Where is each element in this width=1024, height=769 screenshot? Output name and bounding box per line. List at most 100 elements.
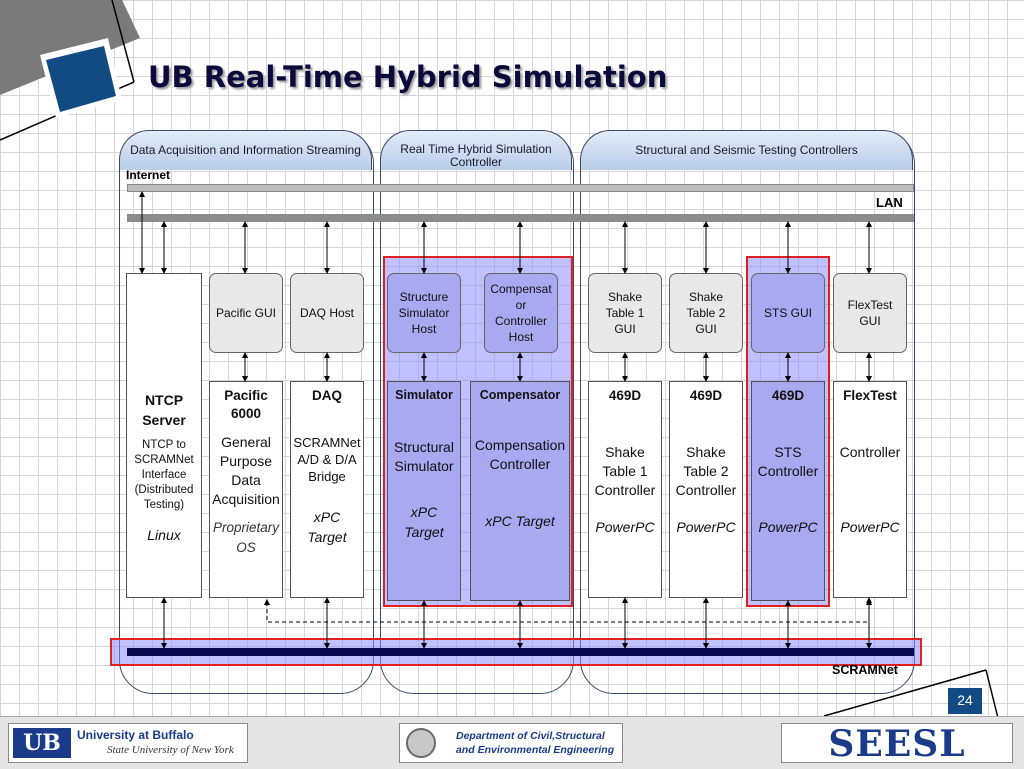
shake-table-2-controller-box: 469D Shake Table 2 Controller PowerPC bbox=[669, 381, 743, 598]
daq-box: DAQ SCRAMNet A/D & D/A Bridge xPC Target bbox=[290, 381, 364, 598]
pacific-body-2: Purpose bbox=[219, 453, 273, 469]
st1-head: 469D bbox=[608, 388, 642, 403]
flextest-os: PowerPC bbox=[840, 519, 900, 535]
ub-line-2: State University of New York bbox=[107, 744, 234, 756]
sts-body-2: Controller bbox=[757, 463, 819, 479]
pacific-head-1: Pacific bbox=[224, 388, 268, 403]
pacific-gui-box: Pacific GUI bbox=[209, 273, 283, 353]
pacific-os-1: Proprietary bbox=[212, 520, 280, 535]
ntcp-body-4: (Distributed bbox=[134, 484, 194, 496]
shake-table-1-controller-box: 469D Shake Table 1 Controller PowerPC bbox=[588, 381, 662, 598]
daq-body-2: A/D & D/A bbox=[297, 452, 357, 467]
st1-body-1: Shake bbox=[605, 444, 645, 460]
sts-os: PowerPC bbox=[758, 519, 818, 535]
compensator-head: Compensator bbox=[479, 388, 561, 402]
ntcp-body-3: Interface bbox=[141, 469, 187, 481]
sts-controller-box: 469D STS Controller PowerPC bbox=[751, 381, 825, 601]
daq-host-box: DAQ Host bbox=[290, 273, 364, 353]
compensator-box: Compensator Compensation Controller xPC … bbox=[470, 381, 570, 601]
st2gui-line-2: Table 2 bbox=[686, 306, 726, 320]
page-title: UB Real-Time Hybrid Simulation bbox=[148, 60, 668, 94]
lan-bus bbox=[127, 214, 914, 222]
ch-line-2: or bbox=[515, 298, 527, 312]
ub-seal-icon: UB bbox=[13, 728, 71, 758]
dept-line-2: and Environmental Engineering bbox=[456, 744, 615, 756]
st2gui-line-1: Shake bbox=[688, 290, 723, 304]
corner-decoration bbox=[0, 0, 140, 141]
st1gui-line-3: GUI bbox=[614, 322, 636, 336]
ntcp-head-1: NTCP bbox=[144, 392, 184, 408]
pacific-body-3: Data bbox=[231, 472, 261, 488]
ntcp-body-5: Testing) bbox=[143, 499, 185, 511]
ssh-line-3: Host bbox=[411, 322, 437, 336]
internet-label: Internet bbox=[126, 168, 171, 182]
st1-os: PowerPC bbox=[595, 519, 655, 535]
pacific-gui-label: Pacific GUI bbox=[215, 306, 276, 320]
st2-body-3: Controller bbox=[675, 482, 737, 498]
dept-logo: Department of Civil,Structural and Envir… bbox=[399, 723, 623, 763]
panel-rths-title-2: Controller bbox=[449, 155, 503, 169]
ntcp-body-2: SCRAMNet bbox=[134, 454, 194, 466]
page-number-frame bbox=[823, 669, 999, 719]
simulator-box: Simulator Structural Simulator xPC Targe… bbox=[387, 381, 461, 601]
sts-head: 469D bbox=[771, 388, 805, 403]
flextest-controller-box: FlexTest Controller PowerPC bbox=[833, 381, 907, 598]
pacific-body-4: Acquisition bbox=[212, 491, 280, 507]
compensator-body-2: Controller bbox=[489, 456, 551, 472]
st2-os: PowerPC bbox=[676, 519, 736, 535]
ch-line-1: Compensat bbox=[490, 282, 552, 296]
pacific-head-2: 6000 bbox=[230, 406, 262, 421]
st2-body-1: Shake bbox=[686, 444, 726, 460]
simulator-body-2: Simulator bbox=[394, 458, 454, 474]
compensator-body-1: Compensation bbox=[474, 437, 566, 453]
ch-line-4: Host bbox=[508, 330, 534, 344]
daq-head: DAQ bbox=[312, 388, 342, 403]
simulator-body-1: Structural bbox=[394, 439, 454, 455]
st2-body-2: Table 2 bbox=[683, 463, 729, 479]
panel-daq-title: Data Acquisition and Information Streami… bbox=[130, 143, 361, 157]
st1-body-2: Table 1 bbox=[602, 463, 648, 479]
compensator-os: xPC Target bbox=[485, 513, 555, 529]
dept-line-1: Department of Civil,Structural bbox=[456, 730, 605, 742]
internet-bus bbox=[127, 184, 914, 192]
panel-rths-title-1: Real Time Hybrid Simulation bbox=[400, 142, 552, 156]
seesl-text: SEESL bbox=[828, 723, 966, 765]
seesl-logo: SEESL bbox=[781, 723, 1013, 765]
flextest-head: FlexTest bbox=[843, 388, 897, 403]
panel-daq-header: Data Acquisition and Information Streami… bbox=[119, 130, 372, 170]
scramnet-label: SCRAMNet bbox=[832, 663, 898, 677]
ch-line-3: Controller bbox=[494, 314, 548, 328]
sts-body-1: STS bbox=[774, 444, 802, 460]
page-number: 24 bbox=[957, 692, 973, 708]
daq-body-1: SCRAMNet bbox=[293, 435, 361, 450]
ub-logo: UB University at Buffalo State Universit… bbox=[8, 723, 248, 763]
st1gui-line-2: Table 1 bbox=[605, 306, 645, 320]
simulator-head: Simulator bbox=[395, 388, 453, 402]
st2-head: 469D bbox=[689, 388, 723, 403]
panel-sstc-title: Structural and Seismic Testing Controlle… bbox=[635, 143, 858, 157]
ntcp-os: Linux bbox=[147, 527, 181, 543]
sts-gui-label: STS GUI bbox=[763, 306, 812, 320]
pacific-os-2: OS bbox=[236, 540, 256, 555]
dept-seal-icon bbox=[406, 728, 436, 758]
ftgui-line-2: GUI bbox=[859, 314, 881, 328]
daq-os-2: Target bbox=[307, 529, 347, 545]
st1gui-line-1: Shake bbox=[607, 290, 642, 304]
simulator-os-1: xPC bbox=[410, 504, 438, 520]
ssh-line-2: Simulator bbox=[398, 306, 450, 320]
structure-simulator-host-box: Structure Simulator Host bbox=[387, 273, 461, 353]
st2gui-line-3: GUI bbox=[695, 322, 717, 336]
flextest-body-1: Controller bbox=[839, 444, 901, 460]
pacific-6000-box: Pacific 6000 General Purpose Data Acquis… bbox=[209, 381, 283, 598]
ssh-line-1: Structure bbox=[399, 290, 449, 304]
st1-body-3: Controller bbox=[594, 482, 656, 498]
shake-table-2-gui-box: Shake Table 2 GUI bbox=[669, 273, 743, 353]
ntcp-body-1: NTCP to bbox=[142, 439, 186, 451]
simulator-os-2: Target bbox=[404, 524, 444, 540]
panel-sstc-header: Structural and Seismic Testing Controlle… bbox=[580, 130, 913, 170]
ntcp-head-2: Server bbox=[142, 412, 186, 428]
scramnet-bus bbox=[127, 648, 914, 656]
ntcp-server-box: NTCP Server NTCP to SCRAMNet Interface (… bbox=[126, 273, 202, 598]
pacific-body-1: General bbox=[221, 434, 271, 450]
